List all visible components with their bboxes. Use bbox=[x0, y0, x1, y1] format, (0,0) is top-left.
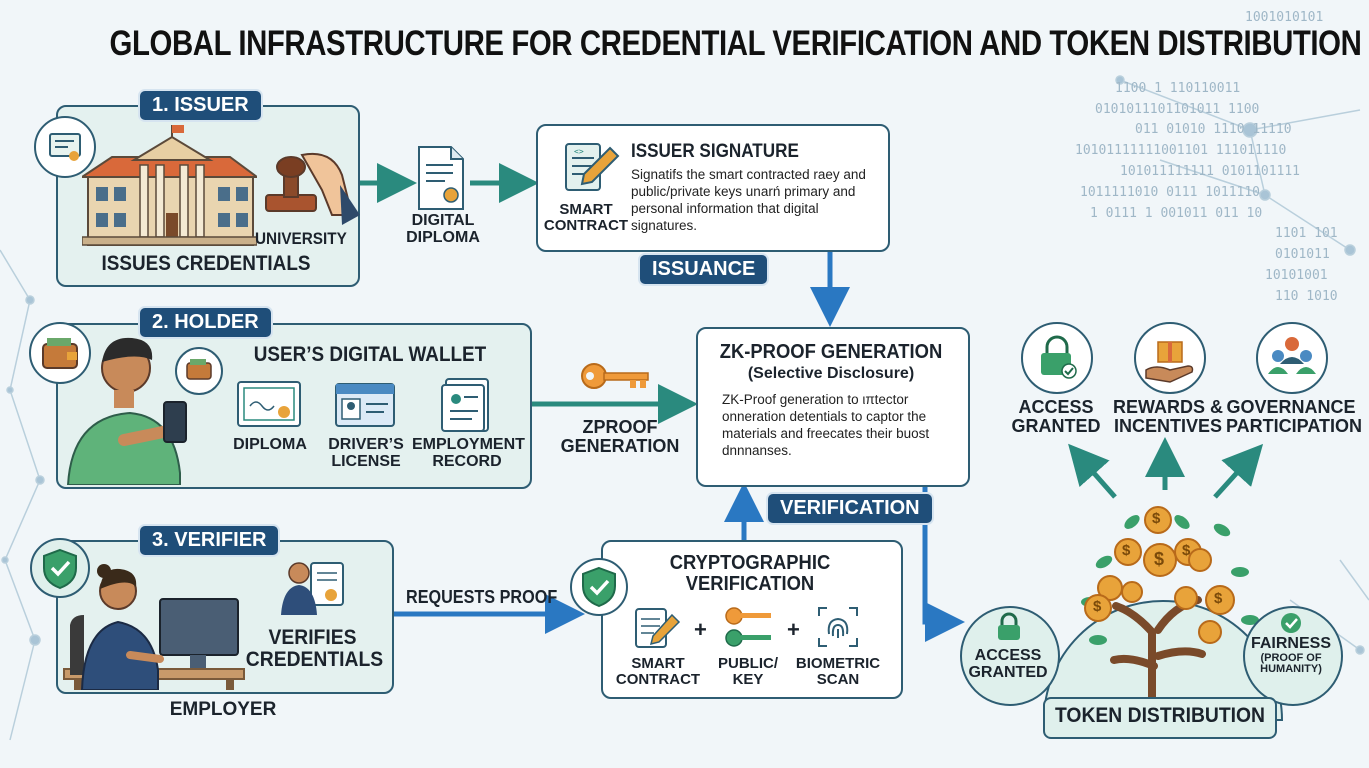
token-distribution-label: TOKEN DISTRIBUTION bbox=[1054, 704, 1266, 727]
wallet-item-diploma: DIPLOMA bbox=[233, 436, 307, 453]
gift-icon bbox=[1134, 322, 1206, 394]
fairness-check-icon bbox=[1281, 613, 1301, 633]
crypto-contract-icon bbox=[635, 608, 681, 648]
chat-wallet-icon bbox=[175, 347, 223, 395]
outcome-rewards-label: REWARDS &INCENTIVES bbox=[1112, 397, 1223, 436]
crypto-plus-2: + bbox=[787, 617, 800, 642]
lock-icon bbox=[998, 612, 1020, 640]
id-card-icon bbox=[335, 383, 395, 427]
coin-symbol: $ bbox=[1182, 542, 1191, 559]
group-icon bbox=[1256, 322, 1328, 394]
verification-tag: VERIFICATION bbox=[766, 492, 934, 525]
crypto-plus-1: + bbox=[694, 617, 707, 642]
holder-tag: 2. HOLDER bbox=[138, 306, 273, 339]
coin-symbol: $ bbox=[1152, 510, 1161, 527]
contract-icon: <> bbox=[565, 143, 620, 191]
wallet-title: USER’S DIGITAL WALLET bbox=[253, 343, 487, 366]
zk-proof-subtitle: (Selective Disclosure) bbox=[747, 365, 915, 382]
public-key-icon bbox=[725, 607, 771, 647]
crypto-shield-icon bbox=[570, 558, 628, 616]
issuance-tag: ISSUANCE bbox=[638, 253, 770, 286]
token-distribution-banner bbox=[1043, 697, 1277, 739]
page-title: GLOBAL INFRASTRUCTURE FOR CREDENTIAL VER… bbox=[109, 24, 1362, 63]
arrow-zk-to-token bbox=[922, 484, 965, 642]
fingerprint-icon bbox=[818, 607, 858, 647]
crypto-item-key: PUBLIC/KEY bbox=[718, 655, 778, 688]
coin-symbol: $ bbox=[1214, 590, 1223, 607]
verifier-tag: 3. VERIFIER bbox=[138, 524, 281, 557]
arrows-token-outcomes bbox=[1068, 437, 1264, 499]
issuer-caption: ISSUES CREDENTIALS bbox=[101, 252, 311, 275]
person-phone-icon bbox=[66, 337, 187, 485]
diploma-card-icon bbox=[237, 381, 301, 427]
shield-check-icon bbox=[30, 538, 90, 598]
binary-decoration: 1001010101 1100 1 110110011 010101110110… bbox=[1075, 10, 1338, 304]
coin-symbol: $ bbox=[1154, 549, 1165, 569]
stamp-icon bbox=[265, 153, 360, 225]
fairness-label: FAIRNESS (PROOF OF HUMANITY) bbox=[1250, 635, 1331, 676]
diploma-icon bbox=[418, 146, 464, 210]
zk-proof-title: ZK-PROOF GENERATION bbox=[719, 341, 943, 363]
certificate-icon bbox=[34, 116, 96, 178]
svg-text:<>: <> bbox=[574, 147, 584, 156]
money-tree-icon bbox=[1042, 506, 1284, 721]
issuer-signature-title: ISSUER SIGNATURE bbox=[631, 141, 799, 162]
requests-proof-label: REQUESTS PROOF bbox=[406, 587, 558, 607]
coin-symbol: $ bbox=[1093, 598, 1102, 615]
employment-record-icon bbox=[441, 378, 489, 432]
access-granted-circle bbox=[960, 606, 1060, 706]
zk-proof-box bbox=[696, 327, 970, 487]
issuer-tag: 1. ISSUER bbox=[138, 89, 263, 122]
key-icon bbox=[581, 363, 649, 389]
employer-desk-icon bbox=[63, 564, 245, 690]
outcome-access-icon bbox=[1021, 322, 1093, 394]
wallet-icon bbox=[29, 322, 91, 384]
employer-badge-icon bbox=[281, 562, 344, 615]
coin-symbol: $ bbox=[1122, 542, 1131, 559]
university-label: UNIVERSITY bbox=[255, 229, 347, 248]
university-icon bbox=[82, 125, 257, 246]
employer-label: EMPLOYER bbox=[169, 699, 277, 720]
